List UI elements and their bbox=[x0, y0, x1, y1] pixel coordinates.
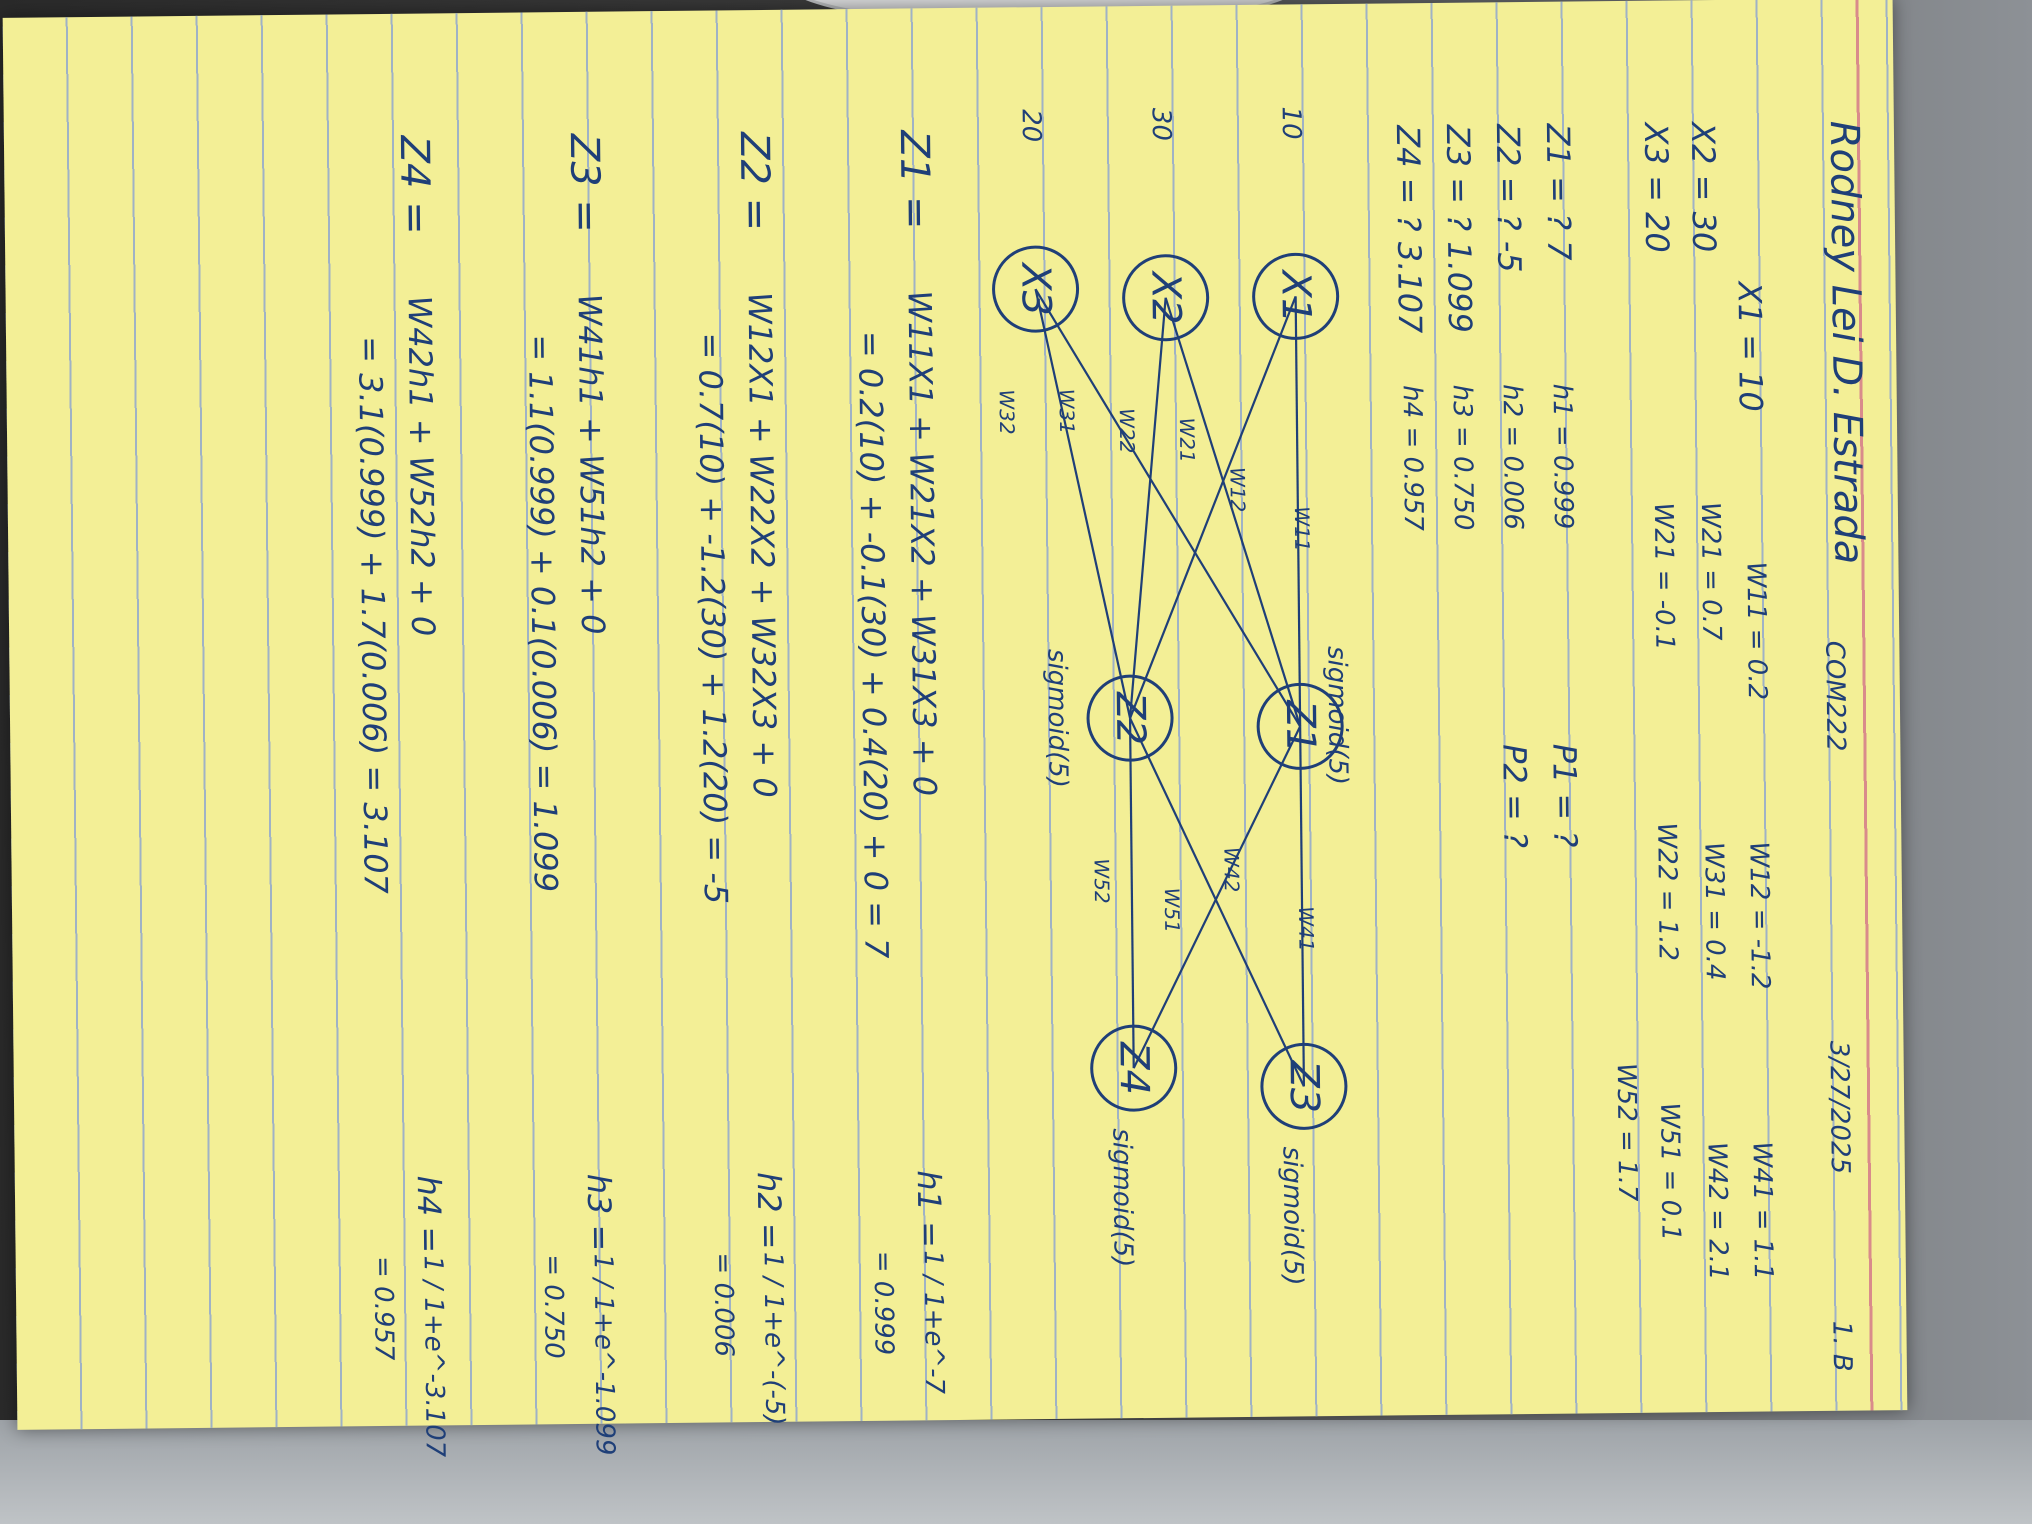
eq-h4-formula: 1 / 1+e^-3.107 bbox=[417, 1255, 450, 1458]
node-z3 bbox=[1260, 1042, 1348, 1130]
eq-z4-lhs: Z4 = bbox=[390, 135, 438, 235]
weight-label-w32: W32 bbox=[994, 389, 1020, 435]
margin-value-30: 30 bbox=[1145, 107, 1177, 142]
node-label-z2: Z2 bbox=[1106, 691, 1154, 746]
node-label-x3: X3 bbox=[1012, 262, 1059, 317]
eq-h2-label: h2 = bbox=[749, 1171, 789, 1250]
node-x1 bbox=[1252, 252, 1340, 340]
eq-h1-result: = 0.999 bbox=[867, 1250, 899, 1356]
eq-z3-line1: W41h1 + W51h2 + 0 bbox=[570, 293, 613, 635]
node-label-z3: Z3 bbox=[1280, 1060, 1328, 1114]
edge-x1-z2 bbox=[1129, 296, 1297, 719]
edge-x2-z1 bbox=[1164, 297, 1302, 727]
edge-z2-z3 bbox=[1129, 717, 1305, 1087]
eq-z3-line2: = 1.1(0.999) + 0.1(0.006) = 1.099 bbox=[521, 334, 565, 893]
handwritten-page: Rodney Lei D. Estrada COM222 3/27/2025 1… bbox=[74, 80, 1948, 1459]
edge-x1-z1 bbox=[1294, 296, 1302, 727]
eq-h4-label: h4 = bbox=[409, 1175, 449, 1254]
eq-z1-lhs: Z1 = bbox=[890, 130, 938, 230]
eq-z1-line1: W11X1 + W21X2 + W31X3 + 0 bbox=[900, 290, 944, 797]
eq-h1-formula: 1 / 1+e^-7 bbox=[917, 1250, 950, 1395]
edge-z1-z4 bbox=[1132, 725, 1302, 1069]
weight-label-w31: W31 bbox=[1054, 388, 1080, 435]
network-edges bbox=[1034, 288, 1306, 1087]
activation-label-2: sigmoid(5) bbox=[1041, 648, 1073, 789]
weight-label-w11: W11 bbox=[1289, 506, 1315, 552]
eq-h2-result: = 0.006 bbox=[707, 1252, 739, 1358]
node-z2 bbox=[1086, 674, 1174, 762]
edge-z2-z4 bbox=[1128, 718, 1135, 1069]
eq-z4-line1: W42h1 + W52h2 + 0 bbox=[400, 295, 443, 637]
eq-z2-lhs: Z2 = bbox=[730, 131, 778, 232]
weight-label-w52: W52 bbox=[1089, 858, 1114, 904]
weight-label-w51: W51 bbox=[1159, 887, 1185, 934]
edge-x2-z2 bbox=[1128, 297, 1167, 719]
eq-h1-label: h1 = bbox=[909, 1170, 949, 1249]
edge-x3-z2 bbox=[1034, 288, 1132, 719]
eq-z1-line2: = 0.2(10) + -0.1(30) + 0.4(20) + 0 = 7 bbox=[850, 330, 896, 959]
node-x3 bbox=[992, 245, 1080, 333]
margin-value-20: 20 bbox=[1015, 109, 1047, 143]
node-label-x1: X1 bbox=[1272, 270, 1319, 324]
margin-value-10: 10 bbox=[1275, 106, 1307, 140]
node-x2 bbox=[1122, 254, 1210, 342]
weight-label-w41: W41 bbox=[1294, 906, 1319, 952]
desk-edge bbox=[0, 1420, 2032, 1524]
eq-z2-line2: = 0.7(10) + -1.2(30) + 1.2(20) = -5 bbox=[690, 332, 735, 905]
network-nodes bbox=[992, 245, 1348, 1130]
edge-z1-z3 bbox=[1299, 726, 1306, 1087]
network-diagram bbox=[992, 245, 1348, 1130]
eq-z2-line1: W12X1 + W22X2 + W32X3 + 0 bbox=[740, 291, 784, 798]
eq-z4-line2: = 3.1(0.999) + 1.7(0.006) = 3.107 bbox=[351, 335, 395, 895]
weight-label-w12: W12 bbox=[1225, 466, 1250, 513]
weight-label-w21: W21 bbox=[1174, 417, 1200, 463]
eq-h3-label: h3 = bbox=[579, 1173, 619, 1252]
edge-x3-z1 bbox=[1034, 288, 1302, 727]
eq-z3-lhs: Z3 = bbox=[560, 133, 608, 234]
node-label-x2: X2 bbox=[1142, 271, 1189, 325]
node-z4 bbox=[1090, 1024, 1178, 1112]
eq-h2-formula: 1 / 1+e^-(-5) bbox=[757, 1251, 790, 1426]
node-label-z4: Z4 bbox=[1110, 1041, 1157, 1096]
node-label-z1: Z1 bbox=[1276, 700, 1324, 754]
activation-label-3: sigmoid(5) bbox=[1276, 1146, 1309, 1286]
legal-pad-sheet: Rodney Lei D. Estrada COM222 3/27/2025 1… bbox=[2, 0, 1908, 1457]
eq-h3-result: = 0.750 bbox=[537, 1254, 569, 1359]
weight-label-w42: W42 bbox=[1219, 846, 1244, 893]
activation-label-4: sigmoid(5) bbox=[1106, 1128, 1138, 1268]
node-z1 bbox=[1256, 682, 1344, 770]
activation-label-1: sigmoid(5) bbox=[1321, 645, 1353, 786]
weight-label-w22: W22 bbox=[1114, 408, 1140, 454]
eq-h4-result: = 0.957 bbox=[367, 1255, 399, 1361]
eq-h3-formula: 1 / 1+e^-1.099 bbox=[587, 1253, 620, 1456]
